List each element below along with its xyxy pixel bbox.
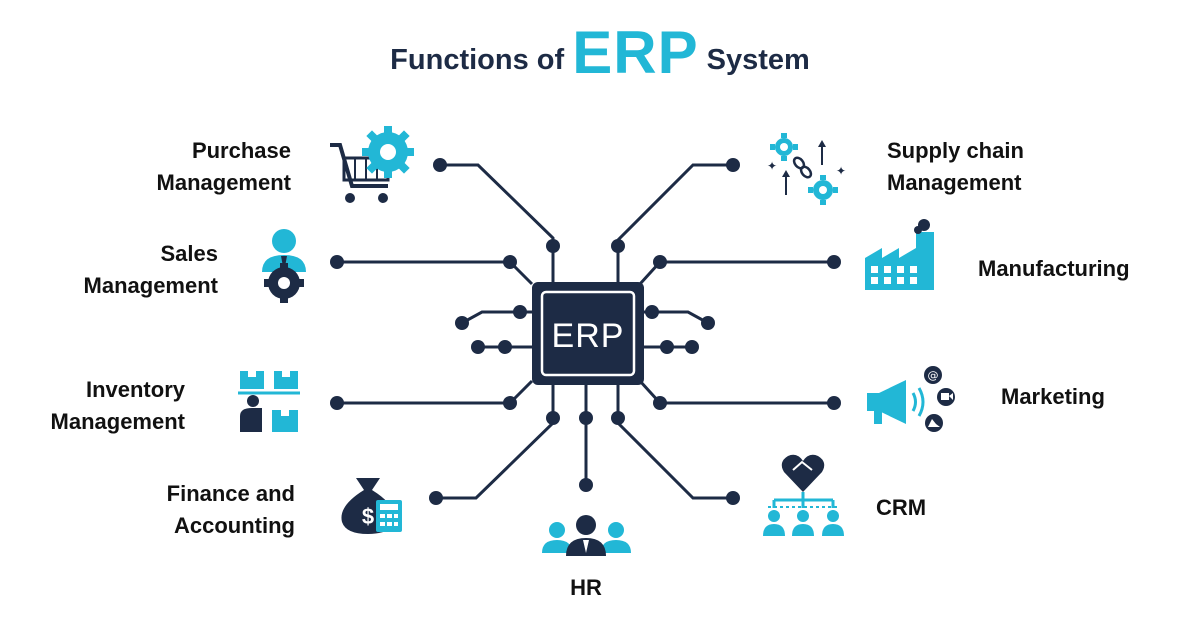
label-purchase-management: Purchase Management <box>100 135 291 199</box>
line-finance <box>436 385 555 500</box>
label-crm: CRM <box>876 495 927 520</box>
title-emphasis: ERP <box>572 19 699 86</box>
erp-chip <box>532 282 644 385</box>
chip-label: ERP <box>551 317 625 355</box>
label-manufacturing: Manufacturing <box>978 256 1130 281</box>
supply-chain-gears-icon: ✦ ✦ <box>767 133 846 205</box>
title-prefix: Functions of <box>390 44 565 76</box>
people-group-icon <box>542 515 631 556</box>
label-line: Management <box>83 273 218 298</box>
megaphone-icon: @ <box>867 366 955 432</box>
label-line: Accounting <box>174 513 295 538</box>
page-title: Functions of ERP System <box>0 18 1200 87</box>
factory-icon <box>865 219 934 290</box>
circuit-nodes <box>330 158 841 505</box>
cart-gear-icon <box>330 126 414 203</box>
label-line: Management <box>156 170 291 195</box>
line-supply <box>616 163 733 282</box>
label-line: Inventory <box>85 377 185 402</box>
label-line: Sales <box>160 241 219 266</box>
svg-text:✦: ✦ <box>767 159 777 173</box>
label-marketing: Marketing <box>1001 384 1105 409</box>
line-manufacturing <box>638 260 834 286</box>
label-hr: HR <box>570 575 602 600</box>
label-finance-accounting: Finance and Accounting <box>100 478 295 542</box>
money-bag-calculator-icon: $ <box>341 478 402 534</box>
handshake-network-icon <box>763 454 844 536</box>
svg-text:@: @ <box>928 369 939 382</box>
label-line: Management <box>887 170 1022 195</box>
inventory-boxes-icon <box>238 371 300 432</box>
line-marketing <box>638 379 834 405</box>
label-line: Supply chain <box>887 138 1024 163</box>
label-line: Finance and <box>166 481 295 506</box>
title-suffix: System <box>706 44 810 76</box>
label-line: Management <box>50 409 185 434</box>
line-purchase <box>440 163 555 282</box>
line-sales <box>337 260 534 286</box>
line-crm <box>616 385 733 500</box>
label-inventory-management: Inventory Management <box>10 374 185 438</box>
label-line: Purchase <box>191 138 291 163</box>
label-supply-chain-management: Supply chain Management <box>887 135 1107 199</box>
salesperson-gear-icon <box>262 229 306 303</box>
svg-text:$: $ <box>362 504 374 529</box>
svg-text:✦: ✦ <box>836 164 846 178</box>
line-inventory <box>337 379 534 405</box>
label-sales-management: Sales Management <box>30 238 218 302</box>
